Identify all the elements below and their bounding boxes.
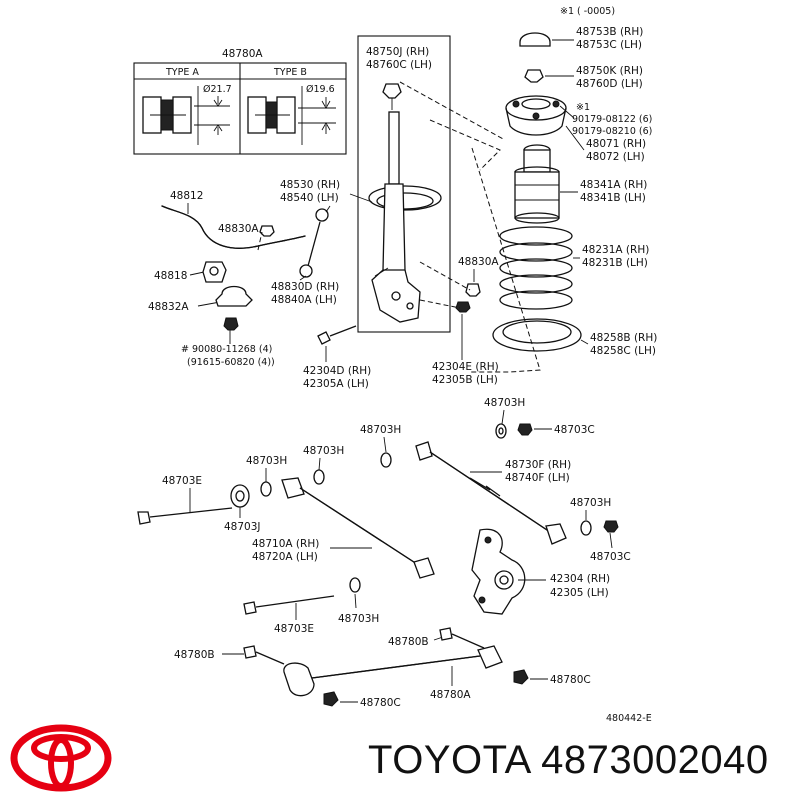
lower-bolts: 48703E 48703H	[243, 577, 379, 635]
label-48780c-2: 48780C	[360, 697, 401, 709]
label-48750k: 48750K (RH)	[576, 65, 643, 77]
label-48780c-1: 48780C	[550, 674, 591, 686]
label-48832a: 48832A	[148, 301, 189, 313]
label-48710a: 48710A (RH)	[252, 538, 319, 550]
coil-spring	[499, 226, 573, 310]
strut-assembly: 48750J (RH) 48760C (LH)	[357, 35, 451, 333]
bushing-type-inset: 48780A TYPE A TYPE B Ø21.7	[133, 48, 347, 155]
label-48818: 48818	[154, 270, 187, 282]
label-90179-08122: 90179-08122 (6)	[572, 114, 652, 125]
label-48341b: 48341B (LH)	[580, 192, 646, 204]
strut-rod	[388, 111, 400, 185]
label-48703h-4: 48703H	[246, 455, 287, 467]
strut-nut	[382, 83, 402, 99]
label-48258b: 48258B (RH)	[590, 332, 657, 344]
label-48753b: 48753B (RH)	[576, 26, 643, 38]
label-48703e-2: 48703E	[274, 623, 314, 635]
label-42305a: 42305A (LH)	[303, 378, 369, 390]
dust-cap	[519, 32, 551, 47]
bump-boot	[514, 144, 560, 224]
label-48231b: 48231B (LH)	[582, 257, 648, 269]
type-b-dim: Ø19.6	[306, 84, 335, 95]
lower-control-arm: 48703E 48703J 48710A (RH) 48720A (LH)	[137, 475, 435, 579]
label-48703h-1: 48703H	[484, 397, 525, 409]
label-91615: (91615-60820 (4))	[187, 357, 275, 368]
label-48840a: 48840A (LH)	[271, 294, 337, 306]
logo-vertical-ring	[48, 737, 74, 789]
label-48830a-2: 48830A	[458, 256, 499, 268]
label-48231a: 48231A (RH)	[582, 244, 649, 256]
label-90179-note: ※1	[576, 102, 590, 113]
label-48703c-1: 48703C	[554, 424, 595, 436]
label-48703h-2: 48703H	[360, 424, 401, 436]
rear-knuckle: 42304 (RH) 42305 (LH)	[471, 528, 610, 615]
label-48720a: 48720A (LH)	[252, 551, 318, 563]
label-42304d: 42304D (RH)	[303, 365, 371, 377]
label-48750j: 48750J (RH)	[366, 46, 429, 58]
label-48071: 48071 (RH)	[586, 138, 646, 150]
label-48703j: 48703J	[224, 521, 261, 533]
type-a-dim: Ø21.7	[203, 84, 232, 95]
stabilizer-bar: 48812 48830A 48530 (RH) 48540 (LH) 48830…	[148, 179, 373, 368]
label-48780b-2: 48780B	[388, 636, 429, 648]
type-b-bushing: Ø19.6	[247, 84, 336, 145]
label-48530: 48530 (RH)	[280, 179, 340, 191]
label-42305b: 42305B (LH)	[432, 374, 498, 386]
label-48760d: 48760D (LH)	[576, 78, 643, 90]
label-48753c: 48753C (LH)	[576, 39, 642, 51]
label-48072: 48072 (LH)	[586, 151, 645, 163]
label-48703h-5: 48703H	[570, 497, 611, 509]
type-a-bushing: Ø21.7	[142, 84, 232, 145]
label-48730f: 48730F (RH)	[505, 459, 571, 471]
strut-body	[382, 183, 406, 271]
label-48703e-1: 48703E	[162, 475, 202, 487]
label-48830d: 48830D (RH)	[271, 281, 339, 293]
label-48540: 48540 (LH)	[280, 192, 339, 204]
type-b-label: TYPE B	[273, 67, 307, 78]
label-48703h-6: 48703H	[338, 613, 379, 625]
note-label: ※1 ( -0005)	[560, 6, 615, 17]
right-bushings: 48703H 48703C	[570, 497, 631, 563]
label-90179-08210: 90179-08210 (6)	[572, 126, 652, 137]
upper-mount	[505, 95, 567, 136]
label-42304: 42304 (RH)	[550, 573, 610, 585]
label-42304e: 42304E (RH)	[432, 361, 499, 373]
label-42305: 42305 (LH)	[550, 587, 609, 599]
label-48703c-2: 48703C	[590, 551, 631, 563]
toyota-logo-icon	[10, 724, 112, 792]
trailing-arm: 48780B 48780B 48780C 48780A 48780C	[174, 627, 591, 709]
strut-bolts: 48830A 42304D (RH) 42305A (LH) 42304E (R…	[303, 256, 499, 390]
label-48703h-3: 48703H	[303, 445, 344, 457]
upper-bushings: 48703H 48703C 48703H 48703H 48703H	[246, 397, 595, 497]
bolt-48703e-1	[137, 511, 151, 525]
label-48760c: 48760C (LH)	[366, 59, 432, 71]
label-48830a-1: 48830A	[218, 223, 259, 235]
spring-stack: 48753B (RH) 48753C (LH) 48750K (RH) 4876…	[399, 26, 657, 373]
brand-title: TOYOTA 4873002040	[368, 738, 769, 782]
label-48780a: 48780A	[430, 689, 471, 701]
mount-nut	[524, 69, 544, 83]
label-90080: # 90080-11268 (4)	[181, 344, 272, 355]
label-48780b-1: 48780B	[174, 649, 215, 661]
type-a-label: TYPE A	[165, 67, 199, 78]
upper-control-arm: 48730F (RH) 48740F (LH)	[415, 441, 571, 545]
label-48740f: 48740F (LH)	[505, 472, 570, 484]
inset-title: 48780A	[222, 48, 263, 60]
diagram-ref-code: 480442-E	[606, 713, 652, 724]
label-48812: 48812	[170, 190, 203, 202]
label-48258c: 48258C (LH)	[590, 345, 656, 357]
label-48341a: 48341A (RH)	[580, 179, 647, 191]
spring-insulator	[492, 318, 582, 352]
